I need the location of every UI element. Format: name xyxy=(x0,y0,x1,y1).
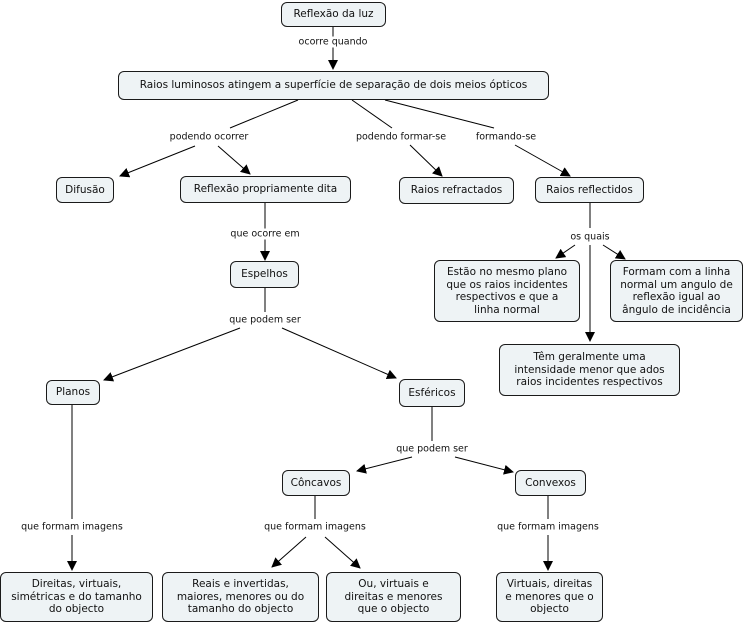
node-imagens-reais: Reais e invertidas, maiores, menores ou … xyxy=(162,572,319,622)
label-os-quais: os quais xyxy=(569,231,611,243)
edge-osquais-normal xyxy=(602,244,626,260)
edge-raios-formando xyxy=(384,99,495,129)
edge-formar-refractados xyxy=(409,144,443,177)
edge-raios-podendo xyxy=(229,99,299,129)
edge-podem-convexos xyxy=(454,456,514,475)
edge-formando-reflectidos xyxy=(514,144,571,177)
label-que-podem-ser-espelhos: que podem ser xyxy=(228,314,302,326)
node-raios-reflectidos: Raios reflectidos xyxy=(535,177,644,203)
node-raios-luminosos: Raios luminosos atingem a superfície de … xyxy=(118,71,549,100)
edge-podem-esfericos xyxy=(281,327,397,379)
label-que-ocorre-em: que ocorre em xyxy=(229,228,301,240)
label-que-formam-planos: que formam imagens xyxy=(20,521,124,533)
label-ocorre-quando: ocorre quando xyxy=(297,36,369,48)
edge-podendo-difusao xyxy=(119,145,196,178)
node-mesmo-plano: Estão no mesmo plano que os raios incide… xyxy=(434,260,580,322)
node-imagens-virtuais-concavos: Ou, virtuais e direitas e menores que o … xyxy=(326,572,461,622)
node-formam-normal: Formam com a linha normal um angulo de r… xyxy=(610,260,743,322)
label-podendo-ocorrer: podendo ocorrer xyxy=(168,131,250,143)
node-esfericos: Esféricos xyxy=(399,379,465,407)
label-que-podem-ser-esfericos: que podem ser xyxy=(395,443,469,455)
node-imagens-planos: Direitas, virtuais, simétricas e do tama… xyxy=(0,572,153,622)
node-intensidade: Têm geralmente uma intensidade menor que… xyxy=(499,344,680,396)
label-que-formam-concavos: que formam imagens xyxy=(263,521,367,533)
label-que-formam-convexos: que formam imagens xyxy=(496,521,600,533)
edge-formam-virtuaisconc xyxy=(324,536,361,569)
node-planos: Planos xyxy=(46,380,100,405)
node-imagens-convexos: Virtuais, direitas e menores que o objec… xyxy=(496,572,603,622)
node-reflexao-da-luz: Reflexão da luz xyxy=(281,2,386,27)
node-raios-refractados: Raios refractados xyxy=(399,177,514,204)
label-podendo-formar: podendo formar-se xyxy=(354,131,448,143)
edge-formam-reais xyxy=(271,536,307,568)
node-difusao: Difusão xyxy=(56,177,114,203)
edge-raios-formar xyxy=(351,99,393,129)
edge-podem-planos xyxy=(103,327,241,382)
node-convexos: Convexos xyxy=(515,470,586,496)
edge-podendo-reflexao xyxy=(217,145,251,175)
node-reflexao-propriamente-dita: Reflexão propriamente dita xyxy=(180,176,351,203)
edge-osquais-plano xyxy=(555,244,576,259)
edge-podem-concavos xyxy=(356,456,413,474)
label-formando: formando-se xyxy=(474,131,538,143)
node-espelhos: Espelhos xyxy=(230,261,299,288)
node-concavos: Côncavos xyxy=(282,470,350,496)
